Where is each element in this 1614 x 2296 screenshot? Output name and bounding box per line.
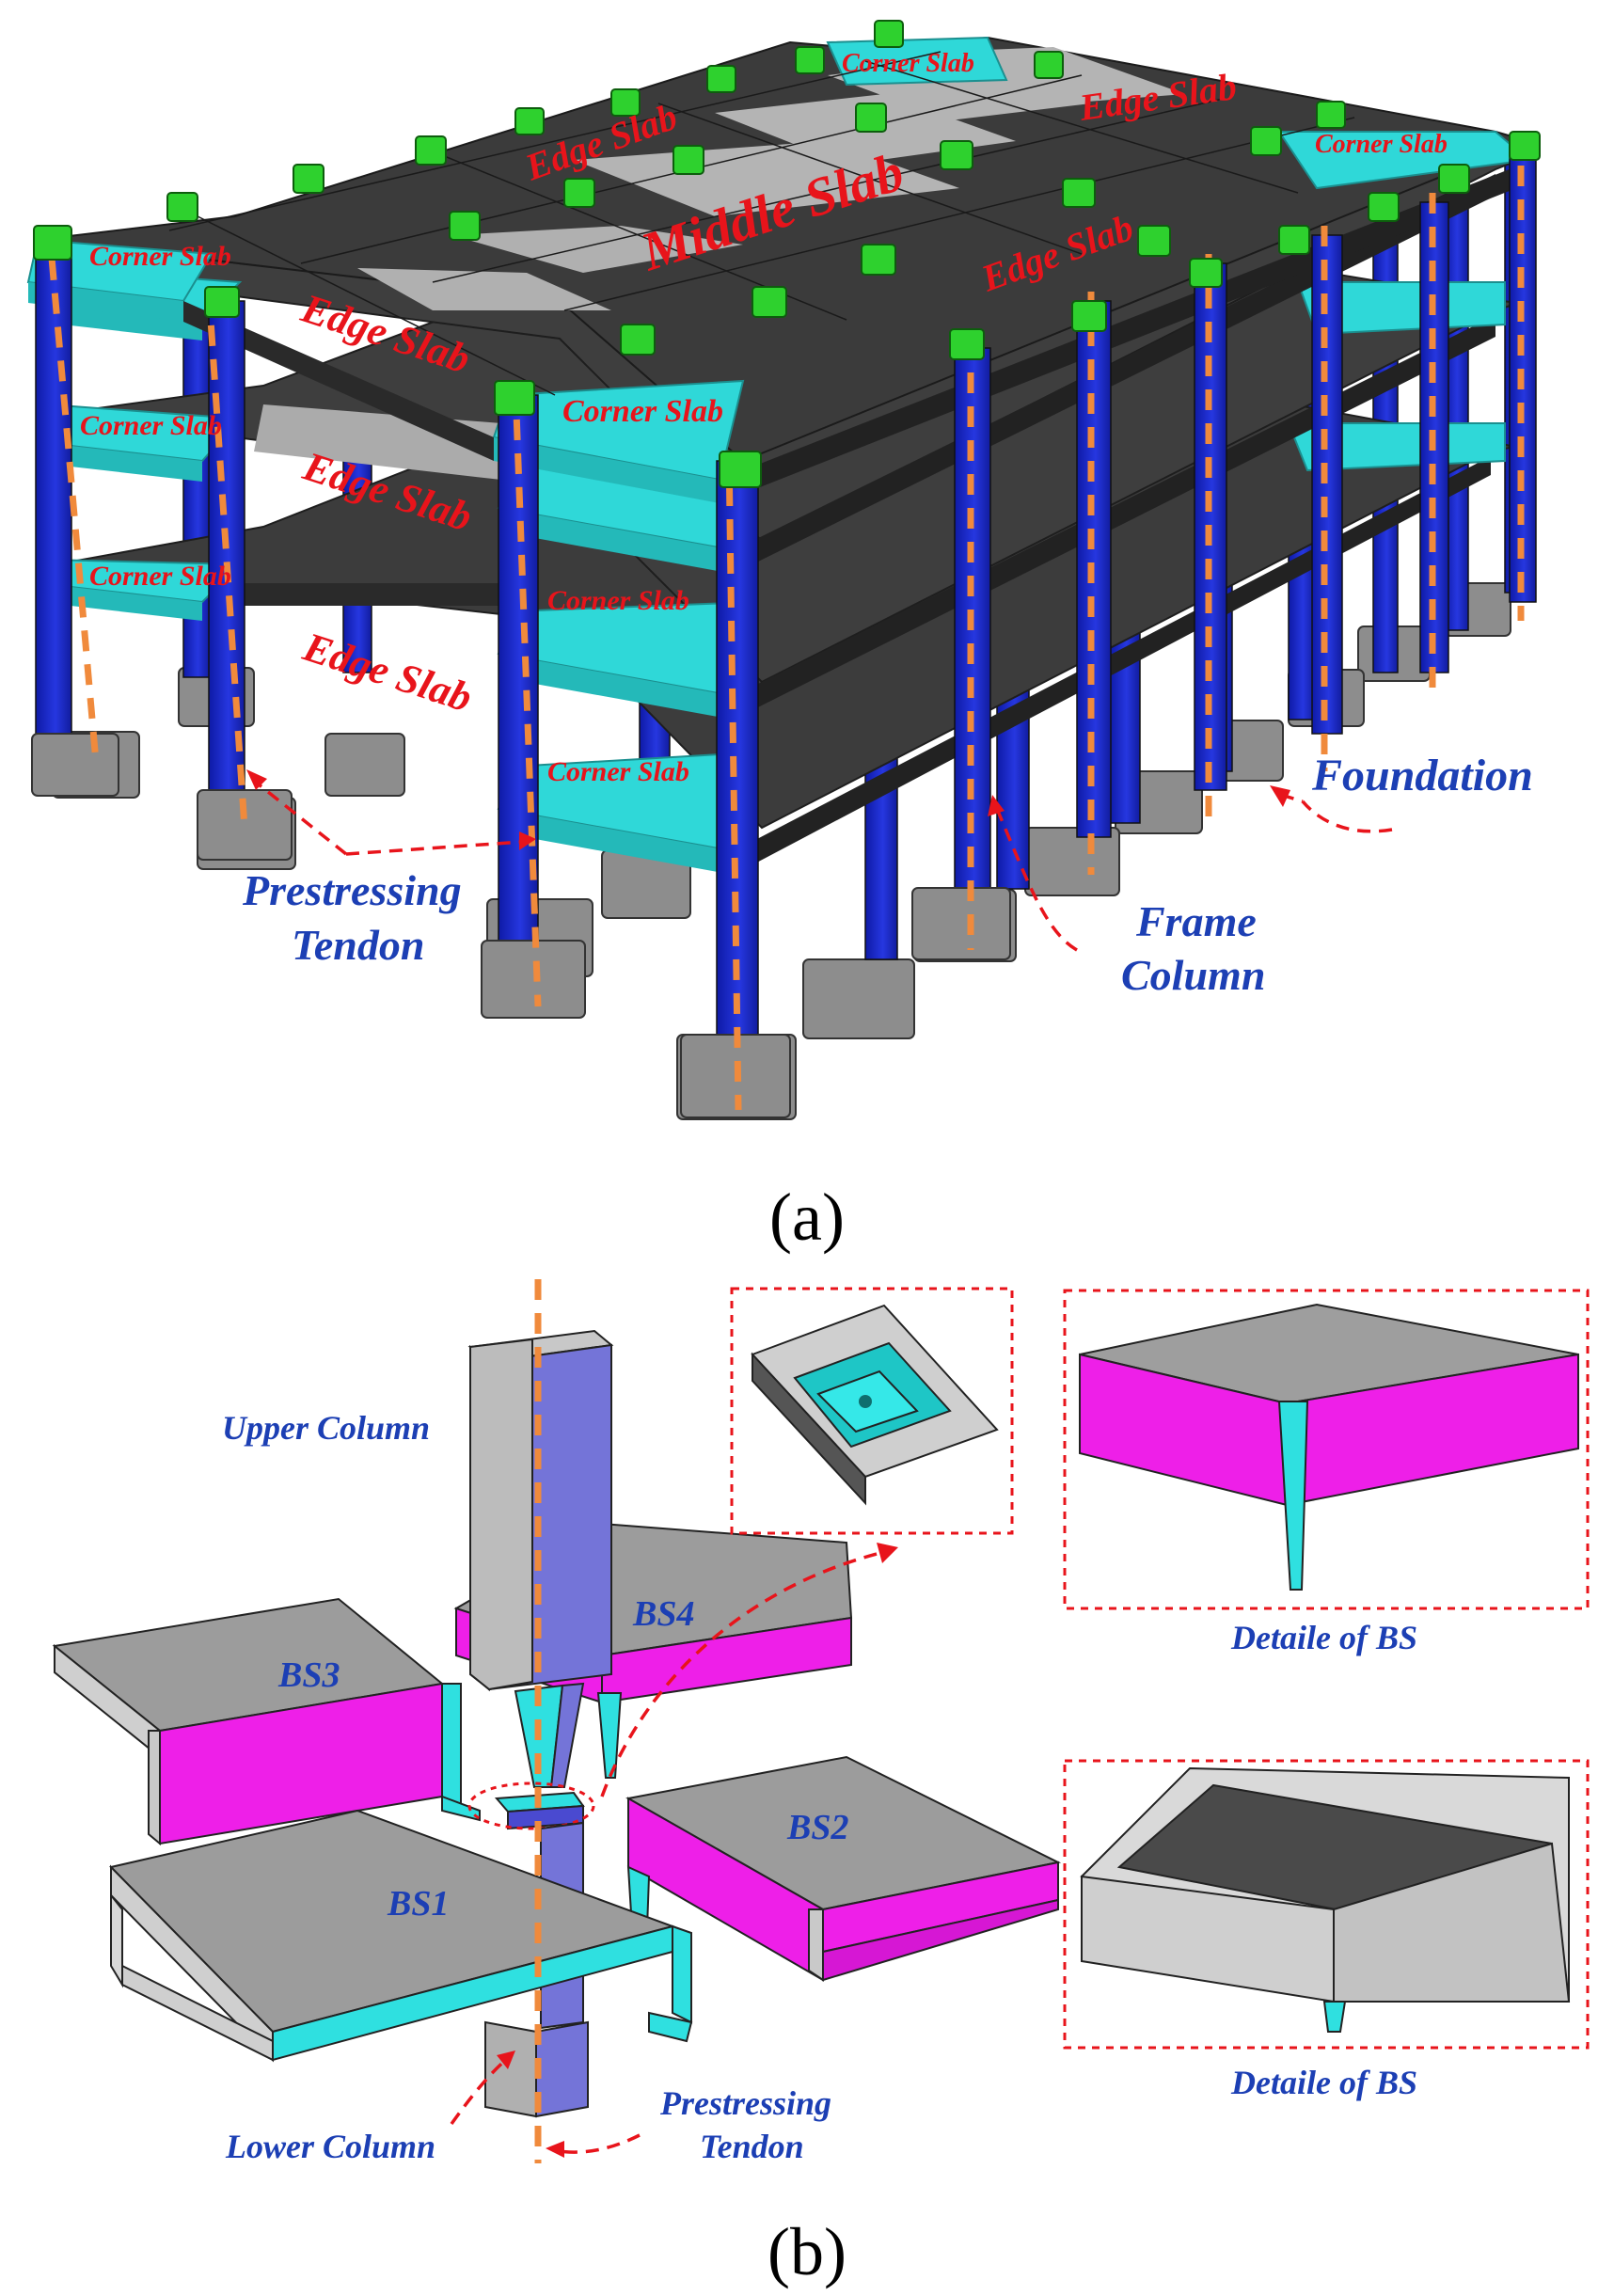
label-edge-slab-6: Edge Slab [297,624,478,721]
label-lower-column: Lower Column [225,2128,435,2165]
arrow-head-tendon-b [546,2141,564,2158]
leader-foundation [1301,800,1393,833]
arrow-head-3 [988,795,1005,816]
caption-a: (a) [769,1180,845,1255]
detail-box-bs-bottom [1063,1759,1590,2050]
label-tendon-a: Tendon [292,921,424,969]
leader-tendon-b [552,2133,641,2154]
label-corner-slab-8: Corner Slab [1315,130,1448,159]
label-bs2: BS2 [786,1808,848,1847]
part-a-structure [26,20,1541,1120]
detail-box-bs-top [1063,1289,1590,1610]
upper-column [467,1329,614,1788]
column-caps [33,20,1541,488]
joint-cup [467,1781,595,1830]
arrow-head-4 [1270,785,1290,807]
label-tendon-b: Tendon [700,2128,804,2165]
arrow-head-detail [877,1543,898,1563]
label-corner-slab-5: Corner Slab [547,585,689,616]
label-corner-slab-4: Corner Slab [562,394,723,429]
label-corner-slab-6: Corner Slab [547,756,689,787]
label-foundation: Foundation [1311,751,1533,800]
leader-tendon-right [345,840,523,856]
caption-b: (b) [767,2214,847,2289]
label-frame: Frame [1135,897,1257,945]
label-corner-slab-1: Corner Slab [89,241,231,272]
leader-tendon-left [252,779,348,856]
leader-to-detail [600,1550,885,1797]
label-prestressing-a: Prestressing [242,866,462,914]
label-detail-bs-2: Detaile of BS [1230,2064,1417,2101]
bs1-slab [109,1809,693,2063]
detail-box-cup [730,1287,1014,1535]
label-bs1: BS1 [387,1884,449,1924]
label-upper-column: Upper Column [222,1409,430,1447]
leader-column [995,808,1078,952]
label-column-a: Column [1121,951,1265,999]
leader-lower-column [450,2056,510,2126]
part-b-joint [52,1279,1062,2163]
label-prestressing-b: Prestressing [659,2084,831,2122]
part-b-labels: Upper Column BS4 BS3 BS2 BS1 Lower Colum… [222,1409,848,2165]
label-corner-slab-7: Corner Slab [842,49,974,78]
label-corner-slab-2: Corner Slab [80,410,222,441]
arrow-head-lower-column [497,2051,515,2069]
bs3-slab [52,1597,481,1846]
label-bs3: BS3 [277,1655,340,1695]
arrow-head-2 [519,831,536,850]
tendons-a [45,132,1525,1111]
bs2-slab [625,1755,1062,1982]
label-corner-slab-3: Corner Slab [89,561,231,592]
label-bs4: BS4 [632,1594,694,1634]
label-detail-bs-1: Detaile of BS [1230,1619,1417,1656]
arrow-head-1 [246,769,267,790]
